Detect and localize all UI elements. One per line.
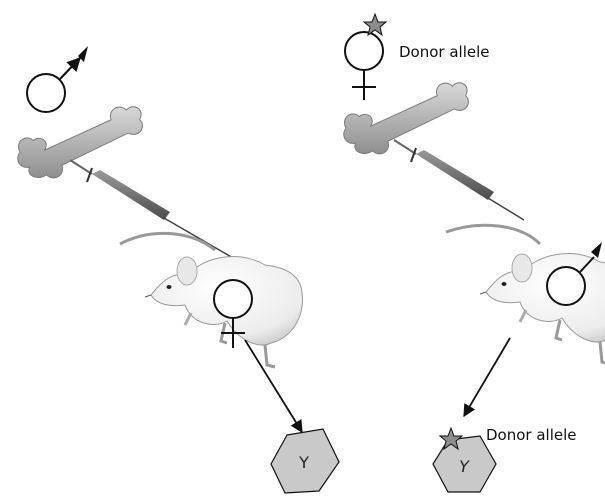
- mouse-tail-right: [446, 225, 540, 244]
- male-symbol-left: [27, 46, 88, 112]
- syringe-right: [394, 140, 524, 220]
- bone-right: [344, 83, 469, 154]
- y-chromosome-label-left: Y: [298, 453, 309, 472]
- y-hexagon-left: Y: [271, 429, 339, 493]
- donor-allele-label-bottom: Donor allele: [486, 426, 577, 444]
- arrow-right: [464, 338, 510, 416]
- syringe-left: [70, 160, 240, 262]
- right-panel: Donor allele Y: [344, 14, 605, 492]
- mouse-tail-left: [120, 233, 215, 250]
- left-panel: Y: [18, 46, 339, 493]
- female-symbol-right: [345, 32, 383, 100]
- y-chromosome-label-right: Y: [459, 457, 470, 476]
- donor-allele-label-top: Donor allele: [399, 43, 490, 61]
- mouse-right: [480, 253, 605, 364]
- y-hexagon-right: Y: [433, 436, 496, 492]
- arrow-left: [245, 340, 302, 432]
